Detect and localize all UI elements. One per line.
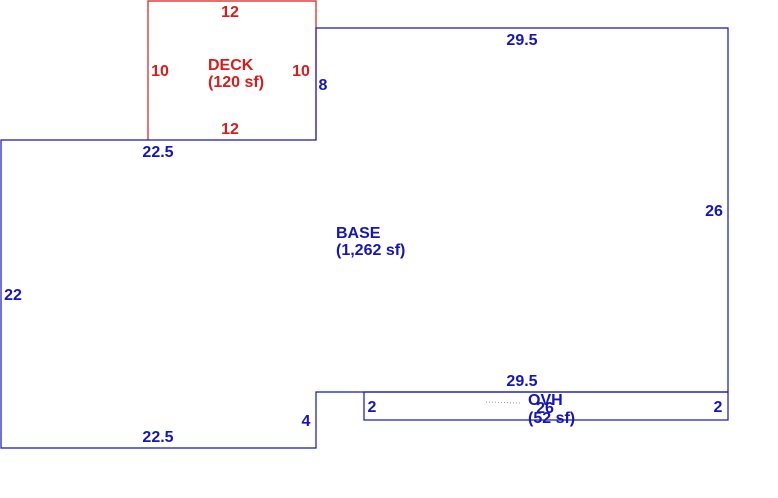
- ovh-outline: [363, 391, 729, 421]
- deck-right-dimension: 10: [292, 63, 310, 80]
- base-area: (1,262 sf): [336, 242, 405, 259]
- base-bottom-dimension: 22.5: [142, 429, 173, 446]
- ovh-right-dimension: 2: [714, 399, 723, 416]
- deck-top-dimension: 12: [221, 4, 239, 21]
- ovh-connector-line: [485, 401, 521, 404]
- deck-area: (120 sf): [208, 74, 264, 91]
- base-upper-left-dimension: 22.5: [142, 144, 173, 161]
- base-top-dimension: 29.5: [506, 32, 537, 49]
- deck-name: DECK: [208, 57, 254, 74]
- base-notch-top-dimension: 29.5: [506, 373, 537, 390]
- base-left-dimension: 22: [4, 287, 22, 304]
- deck-bottom-dimension: 12: [221, 121, 239, 138]
- base-right-dimension: 26: [705, 203, 723, 220]
- ovh-name: OVH: [528, 392, 563, 409]
- base-name: BASE: [336, 225, 381, 242]
- deck-left-dimension: 10: [151, 63, 169, 80]
- ovh-left-dimension: 2: [368, 399, 377, 416]
- base-step-dimension: 8: [319, 77, 328, 94]
- ovh-area: (52 sf): [528, 410, 575, 427]
- ovh-overlap-dimension: 26: [536, 400, 554, 417]
- base-notch-dimension: 4: [302, 413, 311, 430]
